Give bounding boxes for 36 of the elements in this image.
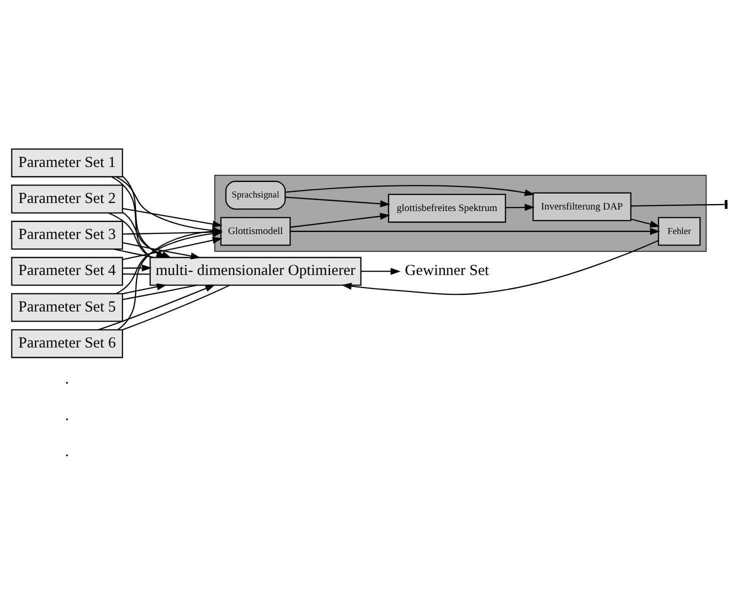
connector — [114, 248, 154, 258]
label: . — [65, 370, 70, 388]
node-text: Gewinner Set — [404, 262, 490, 280]
arrow — [290, 228, 660, 235]
arrow — [122, 208, 223, 228]
arrow — [122, 283, 167, 294]
connector — [111, 176, 152, 258]
label: . — [65, 442, 70, 460]
arrow — [98, 284, 216, 330]
arrow — [630, 218, 660, 228]
node-box: Parameter Set 1 — [11, 148, 124, 178]
node-box: Fehler — [658, 216, 701, 246]
node-box: Glottismodell — [220, 216, 291, 246]
node-box: glottisbefreites Spektrum — [388, 194, 506, 223]
connector — [630, 204, 724, 207]
node-box: multi- dimensionaler Optimierer — [150, 256, 362, 286]
arrow — [342, 240, 658, 296]
node-box: Sprachsignal — [225, 180, 286, 210]
cluster — [214, 174, 707, 252]
node-box: Parameter Set 5 — [11, 293, 124, 322]
node-box: Inversfilterung DAP — [532, 192, 632, 222]
arrow — [360, 268, 401, 275]
arrow — [285, 185, 535, 196]
node-box: Parameter Set 2 — [11, 184, 124, 214]
connector — [122, 273, 150, 275]
node-box: Parameter Set 3 — [11, 220, 124, 250]
label: . — [65, 406, 70, 424]
arrow — [290, 212, 390, 228]
arrow — [122, 264, 152, 272]
node-box: Parameter Set 4 — [11, 256, 124, 286]
connector — [122, 284, 198, 300]
arrow — [285, 196, 390, 208]
connector — [108, 212, 152, 258]
arrow — [506, 204, 535, 211]
connector — [122, 284, 230, 330]
node-box: Parameter Set 6 — [11, 329, 124, 358]
